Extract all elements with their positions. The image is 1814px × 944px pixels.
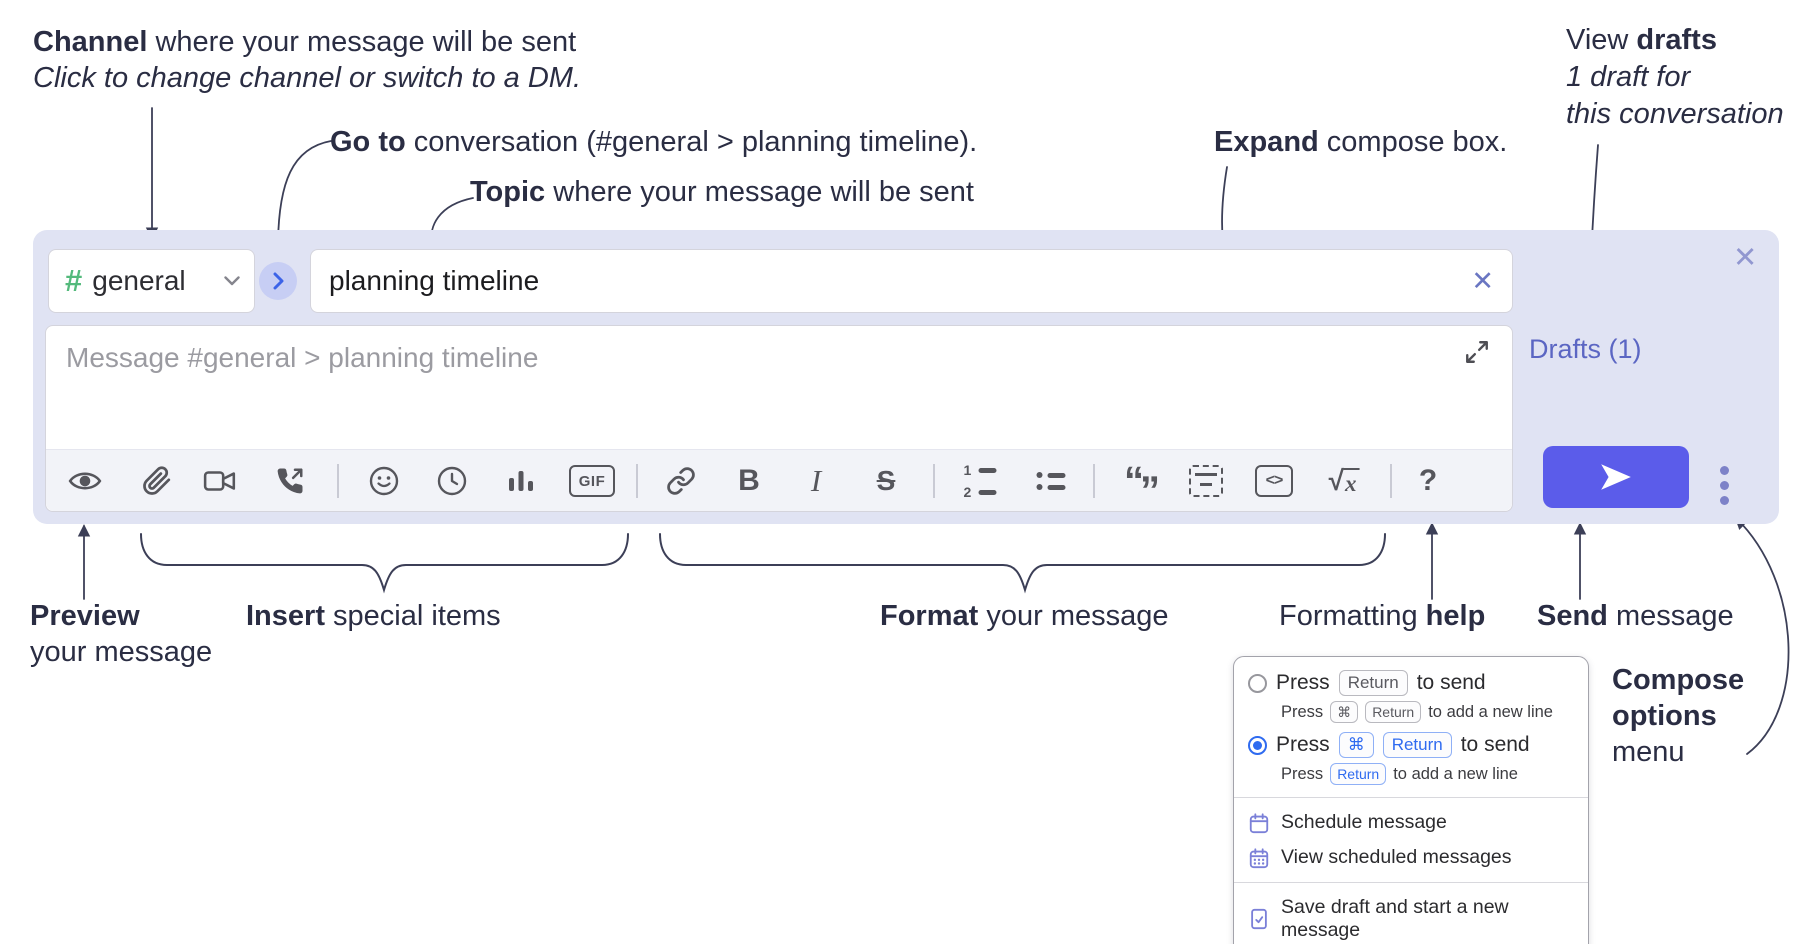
- menu-item-view-scheduled-messages[interactable]: View scheduled messages: [1234, 840, 1588, 875]
- gif-icon[interactable]: GIF: [569, 465, 615, 497]
- compose-toolbar: GIF B I S 1 2: [46, 449, 1512, 511]
- return-key: Return: [1338, 670, 1408, 696]
- return-key: Return: [1330, 763, 1387, 785]
- toolbar-divider: [1390, 464, 1392, 498]
- channel-annotation-bold: Channel: [33, 26, 148, 58]
- insert-annotation: Insert special items: [246, 600, 501, 632]
- chevron-right-icon: [273, 272, 283, 290]
- send-option-cmd-return: Press ⌘ Return to send Press Return to a…: [1234, 728, 1588, 790]
- return-key: Return: [1365, 701, 1422, 723]
- link-icon[interactable]: [666, 466, 696, 496]
- compose-options-menu-button[interactable]: [1713, 466, 1735, 505]
- numbered-list-icon[interactable]: 1 2: [964, 462, 997, 500]
- line-goto: [271, 140, 332, 244]
- math-icon[interactable]: √x: [1329, 465, 1360, 497]
- time-icon[interactable]: [436, 465, 468, 497]
- chevron-down-icon: [224, 276, 240, 286]
- toolbar-divider: [337, 464, 339, 498]
- attach-file-icon[interactable]: [142, 466, 172, 496]
- bold-icon[interactable]: B: [738, 464, 760, 497]
- clear-topic-icon[interactable]: ✕: [1471, 265, 1494, 296]
- menu-divider: [1234, 882, 1588, 883]
- code-icon[interactable]: <>: [1255, 465, 1293, 497]
- cmd-key: ⌘: [1338, 732, 1374, 758]
- italic-icon[interactable]: I: [810, 463, 822, 498]
- expand-compose-icon[interactable]: [1464, 339, 1490, 370]
- topic-annotation: Topic where your message will be sent: [470, 176, 974, 208]
- topic-input[interactable]: [311, 265, 1454, 297]
- menu-item-label: Save draft and start a new message: [1281, 896, 1509, 941]
- brace-insert: [140, 533, 629, 594]
- toolbar-divider: [1093, 464, 1095, 498]
- draft-check-icon: [1251, 908, 1267, 930]
- compose-options-menu: Press Return to send Press ⌘ Return to a…: [1233, 656, 1589, 944]
- video-call-icon[interactable]: [203, 467, 237, 495]
- menu-item-label: View scheduled messages: [1281, 846, 1512, 868]
- menu-item-label: Schedule message: [1281, 811, 1447, 833]
- goto-annotation: Go to conversation (#general > planning …: [330, 126, 978, 158]
- expand-annotation: Expand compose box.: [1214, 126, 1508, 158]
- dot: [1719, 466, 1729, 475]
- drafts-link[interactable]: Drafts (1): [1529, 334, 1642, 364]
- brace-format: [659, 533, 1386, 594]
- return-key: Return: [1382, 732, 1452, 758]
- dot: [1719, 481, 1729, 490]
- channel-name: general: [92, 265, 186, 296]
- dot: [1719, 496, 1729, 505]
- hash-icon: #: [65, 263, 83, 298]
- menu-divider: [1234, 797, 1588, 798]
- menu-item-save-draft[interactable]: Save draft and start a new message: [1234, 890, 1588, 944]
- send-annotation: Send message: [1537, 600, 1734, 632]
- preview-annotation: Preview your message: [30, 600, 213, 668]
- calendar-grid-icon: [1249, 847, 1269, 868]
- voice-call-icon[interactable]: [275, 466, 305, 496]
- message-area: GIF B I S 1 2: [45, 325, 1513, 512]
- message-formatting-help-icon[interactable]: ?: [1418, 464, 1438, 497]
- preview-icon[interactable]: [68, 468, 102, 494]
- topic-field: ✕: [310, 249, 1513, 313]
- toolbar-divider: [636, 464, 638, 498]
- radio-unselected[interactable]: [1248, 673, 1267, 693]
- channel-annotation-hint: Click to change channel or switch to a D…: [33, 62, 582, 94]
- toolbar-divider: [933, 464, 935, 498]
- radio-selected[interactable]: [1248, 735, 1267, 755]
- format-annotation: Format your message: [880, 600, 1169, 632]
- channel-selector[interactable]: # general: [48, 249, 255, 313]
- menu-item-schedule-message[interactable]: Schedule message: [1234, 805, 1588, 840]
- compose-options-annotation: Compose options menu: [1612, 664, 1745, 768]
- send-option-return: Press Return to send Press ⌘ Return to a…: [1234, 666, 1588, 728]
- go-to-conversation-button[interactable]: [259, 262, 297, 300]
- bulleted-list-icon[interactable]: [1036, 472, 1066, 490]
- formatting-help-annotation: Formatting help: [1279, 600, 1486, 632]
- drafts-annotation: View drafts 1 draft for this conversatio…: [1566, 24, 1784, 130]
- channel-annotation: Channel where your message will be sent …: [33, 26, 582, 94]
- compose-box: # general ✕ ✕ Drafts (1): [33, 230, 1779, 524]
- poll-icon[interactable]: [505, 465, 537, 497]
- send-icon: [1601, 464, 1631, 490]
- spoiler-icon[interactable]: [1189, 465, 1223, 497]
- emoji-icon[interactable]: [368, 465, 400, 497]
- cmd-key: ⌘: [1330, 701, 1359, 723]
- message-input[interactable]: [46, 326, 1446, 438]
- strikethrough-icon[interactable]: S: [876, 465, 896, 496]
- send-button[interactable]: [1543, 446, 1689, 508]
- quote-icon[interactable]: “”: [1124, 459, 1160, 513]
- calendar-icon: [1249, 812, 1269, 833]
- close-compose-icon[interactable]: ✕: [1733, 242, 1758, 274]
